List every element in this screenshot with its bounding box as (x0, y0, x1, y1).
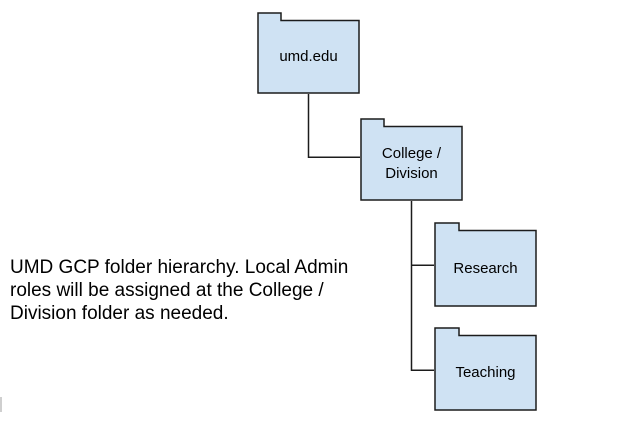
folder-label: Research (453, 259, 518, 277)
folder-college-division: College / Division (360, 118, 463, 201)
folder-icon (257, 12, 360, 94)
folder-umd-edu: umd.edu (257, 12, 360, 94)
connector-college-to-children (410, 201, 434, 371)
folder-label: umd.edu (279, 48, 338, 65)
folder-label: Teaching (455, 364, 516, 381)
scrollbar-fragment (0, 397, 2, 412)
folder-icon (360, 118, 463, 201)
folder-icon (434, 327, 537, 411)
folder-teaching: Teaching (434, 327, 537, 411)
connector-umd-to-college (307, 94, 360, 158)
folder-research: Research (434, 222, 537, 307)
folder-label: College / Division (381, 144, 442, 182)
folder-icon (434, 222, 537, 307)
caption-text: UMD GCP folder hierarchy. Local Admin ro… (10, 257, 349, 324)
